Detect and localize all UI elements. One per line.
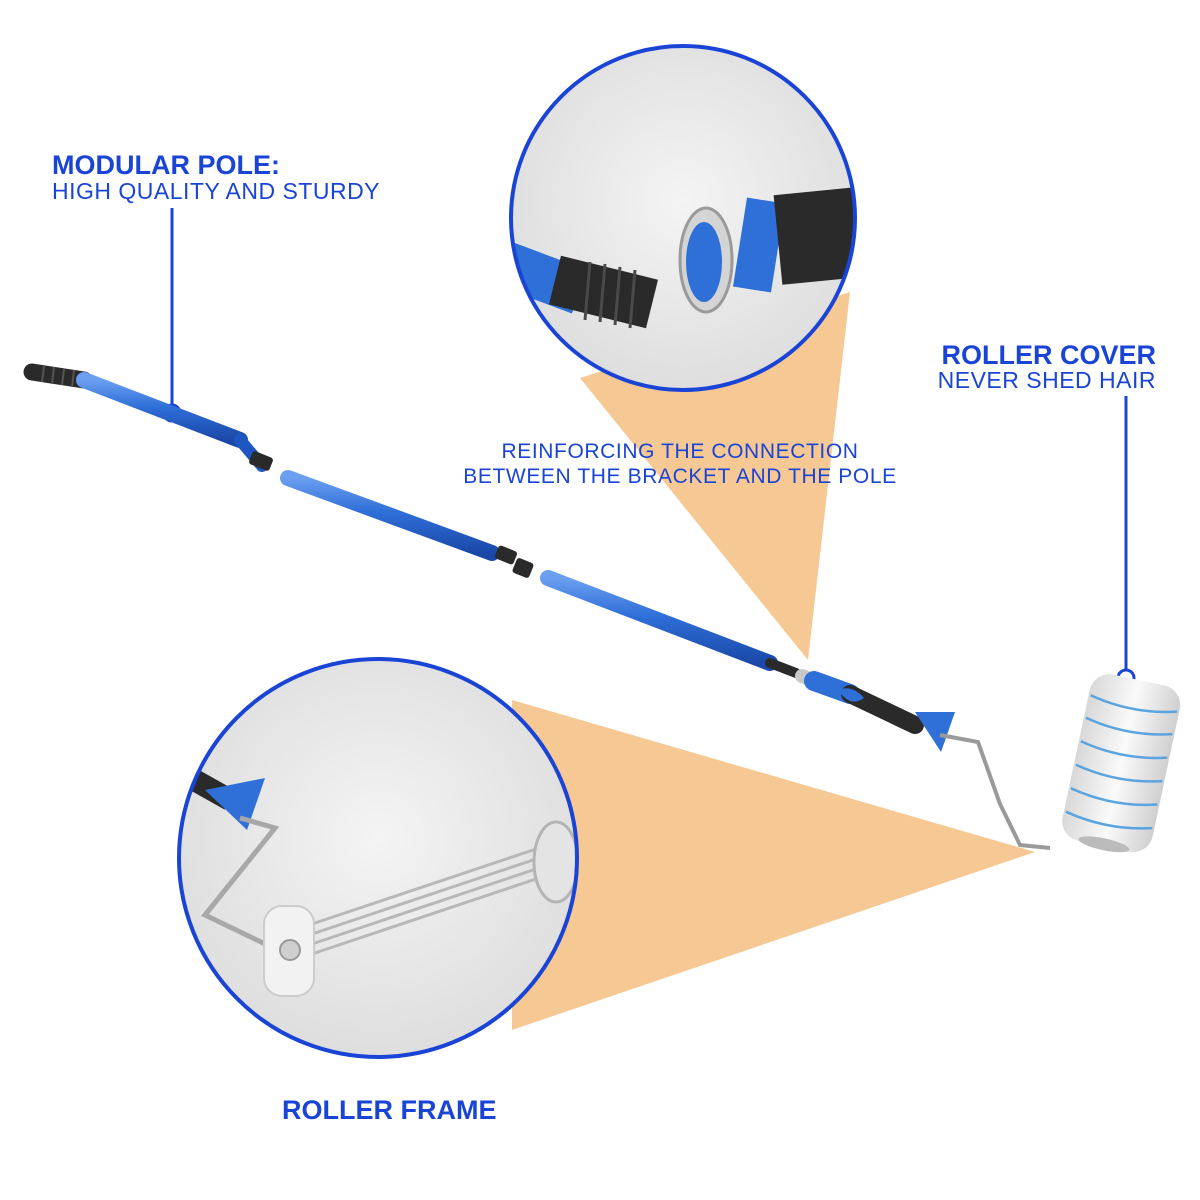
connection-detail-callout [509, 44, 857, 392]
roller-cover-subtitle: NEVER SHED HAIR [937, 367, 1156, 393]
modular-pole-title: MODULAR POLE: [52, 150, 280, 180]
roller-frame-detail-callout [177, 657, 579, 1059]
telescopic-pole [23, 363, 955, 752]
modular-pole-subtitle: HIGH QUALITY AND STURDY [52, 178, 381, 204]
connection-note-line2: BETWEEN THE BRACKET AND THE POLE [463, 465, 897, 488]
roller-cover-title: ROLLER COVER [941, 340, 1156, 370]
roller-wire-frame [939, 733, 1051, 850]
bottom-callout-beam [512, 700, 1035, 1030]
roller-cover [1062, 674, 1181, 853]
connection-note-line1: REINFORCING THE CONNECTION [501, 440, 859, 463]
roller-frame-title: ROLLER FRAME [282, 1095, 497, 1125]
